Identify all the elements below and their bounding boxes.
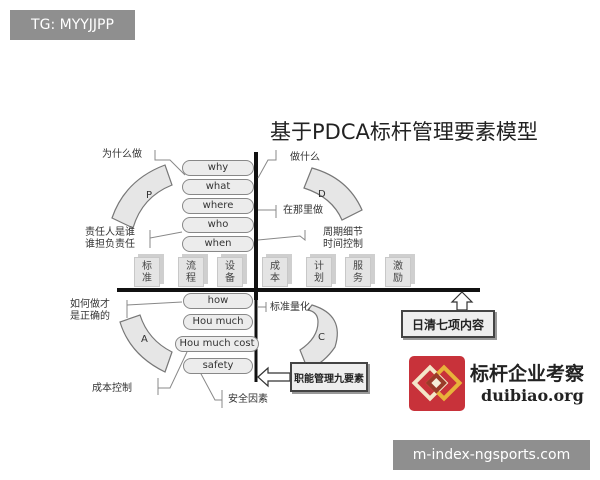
pill-what: what bbox=[182, 179, 254, 195]
cube-cost: 成本 bbox=[262, 257, 288, 287]
pill-when: when bbox=[182, 236, 254, 252]
pill-safety: safety bbox=[183, 358, 253, 374]
label-where: 在那里做 bbox=[283, 205, 323, 216]
arc-p-letter: P bbox=[146, 190, 152, 201]
label-cost: 成本控制 bbox=[92, 383, 132, 394]
watermark-bottom: m-index-ngsports.com bbox=[393, 440, 590, 470]
cube-service: 服务 bbox=[345, 257, 371, 287]
logo-site: duibiao.org bbox=[481, 386, 584, 405]
label-safety: 安全因素 bbox=[228, 394, 268, 405]
label-what: 做什么 bbox=[290, 152, 320, 163]
arc-c-letter: C bbox=[318, 332, 325, 343]
arc-c bbox=[299, 304, 338, 371]
cube-incentive: 激励 bbox=[385, 257, 411, 287]
arrow-left-icon bbox=[257, 366, 291, 388]
label-why: 为什么做 bbox=[102, 149, 142, 160]
pill-where: where bbox=[182, 198, 254, 214]
logo-name: 标杆企业考察 bbox=[470, 363, 585, 385]
pill-why: why bbox=[182, 160, 254, 176]
pill-how: how bbox=[183, 293, 253, 309]
cube-plan: 计划 bbox=[306, 257, 332, 287]
arc-a bbox=[119, 314, 173, 373]
arc-d-letter: D bbox=[318, 189, 326, 200]
label-when: 周期细节时间控制 bbox=[323, 227, 363, 250]
label-how: 如何做才是正确的 bbox=[70, 299, 110, 322]
cube-equipment: 设备 bbox=[217, 257, 243, 287]
diagram-title: 基于PDCA标杆管理要素模型 bbox=[270, 120, 538, 144]
arc-d bbox=[303, 167, 363, 221]
arrow-up-icon bbox=[450, 291, 474, 311]
cube-standard: 标准 bbox=[134, 257, 160, 287]
arc-p bbox=[111, 164, 173, 229]
pill-who: who bbox=[182, 217, 254, 233]
pill-how-much: Hou much bbox=[183, 314, 253, 330]
watermark-top: TG: MYYJJPP bbox=[10, 10, 135, 40]
label-much: 标准量化 bbox=[270, 302, 310, 313]
label-who: 责任人是谁谁担负责任 bbox=[85, 227, 135, 250]
cube-process: 流程 bbox=[178, 257, 204, 287]
daily-seven-box: 日清七项内容 bbox=[401, 310, 495, 338]
pill-how-much-cost: Hou much cost bbox=[175, 336, 259, 352]
nine-elements-box: 职能管理九要素 bbox=[290, 362, 368, 392]
logo-icon bbox=[409, 356, 465, 411]
arc-a-letter: A bbox=[141, 334, 148, 345]
